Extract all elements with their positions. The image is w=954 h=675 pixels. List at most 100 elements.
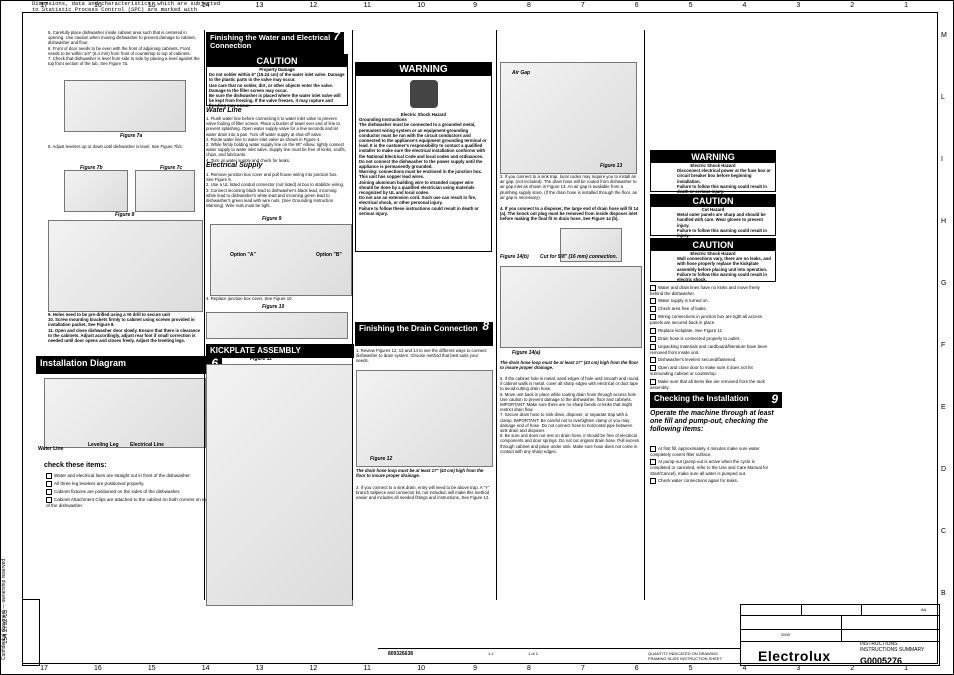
checking-installation-header: Checking the Installation 9: [650, 392, 782, 408]
caution-shock-subtitle: Electric Shock Hazard: [690, 251, 736, 256]
operate-text: Operate the machine through at least one…: [650, 410, 774, 433]
caution-cut-box: CAUTION Cut Hazard Metal outer panels ar…: [650, 194, 776, 239]
ruler-mark: 6: [634, 665, 639, 672]
figure-7c: [135, 170, 195, 212]
ruler-mark: 2: [850, 665, 855, 672]
page-box: [22, 599, 40, 666]
drain-step2: 2. If you connect to a sink drain, entry…: [356, 485, 490, 501]
checkbox-icon: [46, 473, 52, 479]
instruction-label: INSTRUCTIONS INSTRUCTIONS SUMMARY: [860, 641, 925, 653]
option-a-label: Option "A": [230, 252, 256, 258]
warning-hand-icon: [409, 80, 438, 108]
caution-subtitle: Property Damage: [259, 67, 295, 72]
ruler-mark: 2: [850, 2, 855, 9]
dimension-note: Dimensions, data and characteristics, wh…: [32, 0, 221, 13]
checklist-item: All three leg levelers are positioned pr…: [46, 481, 211, 487]
figure-9: [210, 224, 352, 296]
part-number: 809326638: [388, 651, 414, 657]
checklist-text: Unpacking materials and cardboard/litera…: [650, 343, 768, 355]
water-electrical-title: Finishing the Water and Electrical Conne…: [210, 33, 331, 50]
checkbox-icon: [46, 489, 52, 495]
ruler-mark: 15: [147, 665, 156, 672]
operate-checklist: At first fill, approximately 4 minutes m…: [650, 446, 774, 486]
installation-diagram-header: Installation Diagram 6: [36, 356, 222, 374]
checklist-item: Make sure that all items like are remove…: [650, 378, 774, 390]
checklist-text: At pump-out (pump-out is active when the…: [650, 459, 769, 476]
figure-12-label: Figure 12: [370, 456, 393, 462]
figure-7a: [64, 80, 186, 132]
ruler-mark: 9: [473, 665, 477, 672]
column-divider: [352, 30, 353, 600]
drain-header: Finishing the Drain Connection 8: [355, 320, 493, 346]
step4-replace-box: 4. Replace junction box cover, See Figur…: [206, 296, 292, 301]
checklist-text: Drain hose is connected properly to outl…: [658, 335, 741, 341]
water-line-label: Water Line: [38, 446, 64, 452]
figure-13-label: Figure 13: [600, 163, 623, 169]
checklist-text: Water supply is turned on.: [658, 298, 709, 304]
ruler-mark: 12: [309, 665, 318, 672]
checkbox-icon: [650, 335, 656, 342]
warning-title: WARNING: [651, 151, 775, 163]
checklist-text: Cabinet Attachment Clips are attached to…: [46, 497, 209, 508]
option-b-label: Option "B": [316, 252, 342, 258]
figure-7a-label: Figure 7a: [120, 133, 143, 139]
figure-14b: [560, 228, 622, 262]
electrical-line-label: Electrical Line: [130, 442, 164, 448]
checklist-item: Check water connections again for leaks.: [650, 478, 774, 485]
check-items-title: check these items:: [44, 462, 107, 469]
warning-subtitle: Electric Shock Hazard: [690, 163, 736, 168]
water-line-heading: Water Line: [206, 107, 242, 114]
checklist-item: Check area free of leaks.: [650, 306, 774, 313]
checkbox-icon: [650, 327, 656, 334]
warning-box: WARNING Electric Shock Hazard Disconnect…: [650, 150, 776, 194]
checkbox-icon: [650, 478, 656, 485]
checklist-item: Open and close door to make sure it does…: [650, 365, 774, 376]
grounding-warning-box: WARNING Electric Shock Hazard Grounding …: [355, 62, 492, 252]
checklist-item: At pump-out (pump-out is active when the…: [650, 459, 774, 476]
kickplate-header: KICKPLATE ASSEMBLY: [206, 344, 354, 358]
electrical-steps: 1. Remove junction box cover and pull ho…: [206, 172, 345, 209]
col5-checklist: Water and drain lines have no kinks and …: [650, 285, 774, 392]
ruler-mark: 4: [742, 2, 747, 9]
installation-diagram: [44, 378, 206, 448]
ruler-mark: 4: [742, 665, 747, 672]
ruler-mark: 10: [417, 2, 426, 9]
checklist-item: Dishwasher's levelers secured/fastened.: [650, 357, 774, 364]
ruler-mark: 17: [40, 2, 48, 9]
ruler-mark: 8: [526, 665, 531, 672]
date-field: 2009: [781, 632, 790, 637]
ruler-mark: 13: [255, 665, 264, 672]
drain-steps-5-8: 5. If the cabinet hole is metal, sand ed…: [500, 376, 640, 454]
checklist-item: Unpacking materials and cardboard/litera…: [650, 343, 774, 355]
ruler-mark: 1: [904, 665, 909, 672]
title-block: 2009 AA: [740, 604, 940, 666]
drain-loop-note: The drain hose loop must be at least 17"…: [356, 468, 484, 479]
figure-9-label: Figure 9: [262, 216, 282, 222]
shock-hazard-subtitle: Electric Shock Hazard: [400, 112, 447, 117]
ruler-mark: L: [941, 94, 945, 101]
grounding-heading: Grounding Instructions: [359, 117, 407, 123]
ruler-mark: 7: [580, 2, 585, 9]
ruler-mark: 9: [473, 2, 477, 9]
caution-shock-text: Wall connections vary, there are no leak…: [677, 256, 771, 283]
section-number-6: 6: [211, 356, 218, 370]
ruler-mark: 11: [363, 2, 371, 9]
ruler-mark: 14: [201, 2, 210, 9]
installation-title: Installation Diagram: [40, 358, 127, 368]
figure-11: [206, 364, 353, 606]
vertical-doc-number: 154 2792-03: [3, 610, 9, 644]
checklist-item: At first fill, approximately 4 minutes m…: [650, 446, 774, 457]
checklist-text: Check area free of leaks.: [658, 306, 707, 312]
checklist-text: Make sure that all items like are remove…: [650, 378, 765, 390]
ruler-mark: 7: [580, 665, 585, 672]
ruler-mark: H: [941, 218, 947, 225]
ruler-mark: E: [941, 404, 946, 411]
cut-label: Cut for 5/8" (16 mm) connection.: [540, 254, 618, 260]
sheet-scale: 1:1: [488, 651, 494, 656]
ruler-mark: D: [941, 466, 947, 473]
figure-8-label: Figure 8: [115, 212, 135, 218]
checking-installation-title: Checking the Installation: [654, 394, 749, 403]
caution-cut-text: Metal outer panels are sharp and should …: [677, 212, 767, 239]
